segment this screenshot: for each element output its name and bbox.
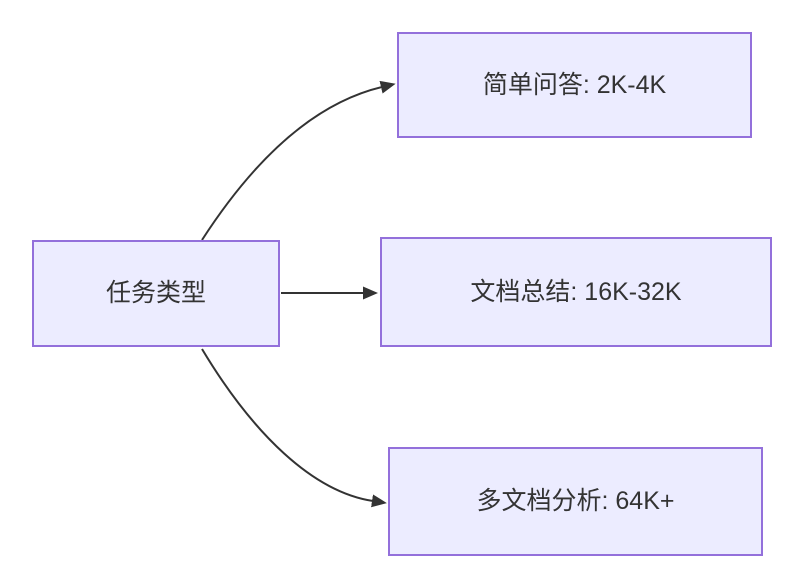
node-multi-doc: 多文档分析: 64K+ [388, 447, 763, 556]
node-simple-qa-label: 简单问答: 2K-4K [482, 70, 667, 99]
node-task-type-label: 任务类型 [105, 279, 206, 308]
node-task-type: 任务类型 [32, 240, 280, 347]
node-doc-summary-label: 文档总结: 16K-32K [470, 277, 682, 306]
node-simple-qa: 简单问答: 2K-4K [397, 32, 752, 138]
node-doc-summary: 文档总结: 16K-32K [380, 237, 772, 347]
edge-root-to-multi-doc [201, 348, 387, 508]
edge-root-to-simple-qa [201, 80, 396, 241]
node-multi-doc-label: 多文档分析: 64K+ [476, 487, 675, 516]
